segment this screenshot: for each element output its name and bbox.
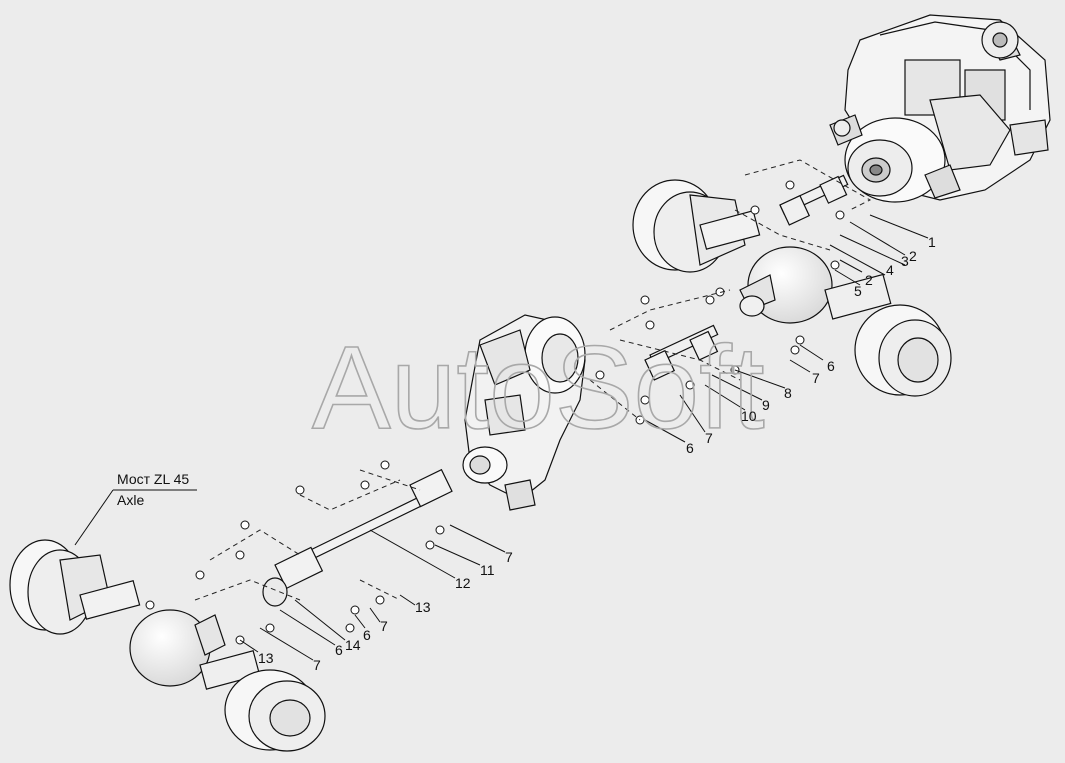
callout-8: 8 [784,385,792,401]
callout-7: 7 [812,370,820,386]
middle-propeller-shaft [644,324,719,381]
callout-11: 11 [480,562,495,578]
assembly-guide-lines [194,159,872,601]
transfer-case [462,314,586,511]
callout-1: 1 [928,234,936,250]
callout-2: 2 [909,248,917,264]
callout-6: 6 [335,642,343,658]
callout-6: 6 [686,440,694,456]
watermark: AutoSoft [312,322,765,454]
callout-10: 10 [741,408,757,424]
callout-7: 7 [313,657,321,673]
upper-propeller-shaft [779,174,849,226]
callout-5: 5 [854,283,862,299]
engine-assembly [829,14,1051,203]
callout-4: 4 [886,262,894,278]
callout-12: 12 [455,575,471,591]
callout-13: 13 [258,650,274,666]
callout-13: 13 [415,599,431,615]
axle-label-leader [74,489,197,546]
upper-axle-assembly [632,179,952,397]
callout-numbers: 1 2 2 3 4 5 6 7 8 9 10 7 6 7 11 12 13 7 … [258,234,936,673]
fastener-clusters [145,180,845,645]
callout-14: 14 [345,637,361,653]
callout-9: 9 [762,397,770,413]
long-propeller-shaft [262,468,453,607]
callout-2: 2 [865,272,873,288]
callout-7: 7 [380,618,388,634]
axle-label-ru: Мост ZL 45 [117,471,189,487]
callout-7: 7 [705,430,713,446]
callout-leaders [239,214,929,661]
callout-6: 6 [827,358,835,374]
callout-3: 3 [901,253,909,269]
callout-6: 6 [363,627,371,643]
axle-label-en: Axle [117,492,144,508]
rear-axle-zl45 [9,539,326,752]
callout-7: 7 [505,549,513,565]
